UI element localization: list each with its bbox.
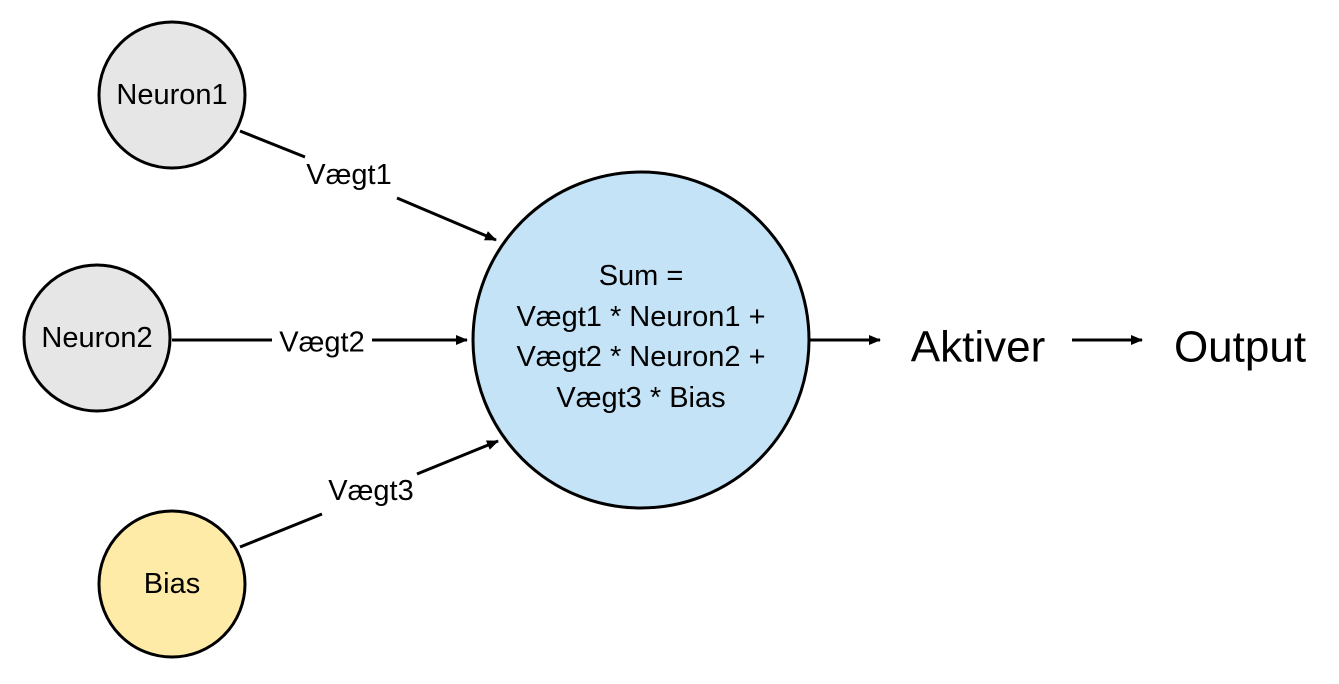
- bias-label: Bias: [144, 568, 200, 600]
- edge-neuron1-to-sum: Vægt1: [239, 129, 497, 242]
- edge-arrow-segment: [416, 439, 499, 476]
- weight2-label: Vægt2: [279, 327, 364, 359]
- weight3-label: Vægt3: [328, 475, 413, 507]
- neuron1-circle: [97, 20, 247, 170]
- neuron1-label: Neuron1: [116, 79, 227, 111]
- neuron2-label: Neuron2: [41, 322, 152, 354]
- edge-arrow-segment: [396, 196, 497, 242]
- output-label: Output: [1174, 323, 1306, 372]
- activate-label: Aktiver: [911, 323, 1045, 372]
- edge-neuron2-to-sum: Vægt2: [172, 327, 468, 359]
- edge-line-segment: [239, 512, 323, 549]
- sum-formula-line: Sum =: [599, 260, 684, 292]
- sum-circle: [471, 170, 811, 510]
- sum-formula-line: Vægt1 * Neuron1 +: [516, 301, 765, 333]
- neuron2-node: Neuron2: [22, 263, 172, 413]
- weight1-label: Vægt1: [306, 159, 391, 191]
- bias-node: Bias: [97, 509, 247, 659]
- neuron2-circle: [22, 263, 172, 413]
- bias-circle: [97, 509, 247, 659]
- edge-line-segment: [239, 129, 306, 159]
- sum-node: Sum = Vægt1 * Neuron1 + Vægt2 * Neuron2 …: [471, 170, 811, 510]
- neuron1-node: Neuron1: [97, 20, 247, 170]
- sum-formula-line: Vægt2 * Neuron2 +: [516, 341, 765, 373]
- sum-formula-line: Vægt3 * Bias: [556, 382, 725, 414]
- edge-bias-to-sum: Vægt3: [239, 439, 499, 549]
